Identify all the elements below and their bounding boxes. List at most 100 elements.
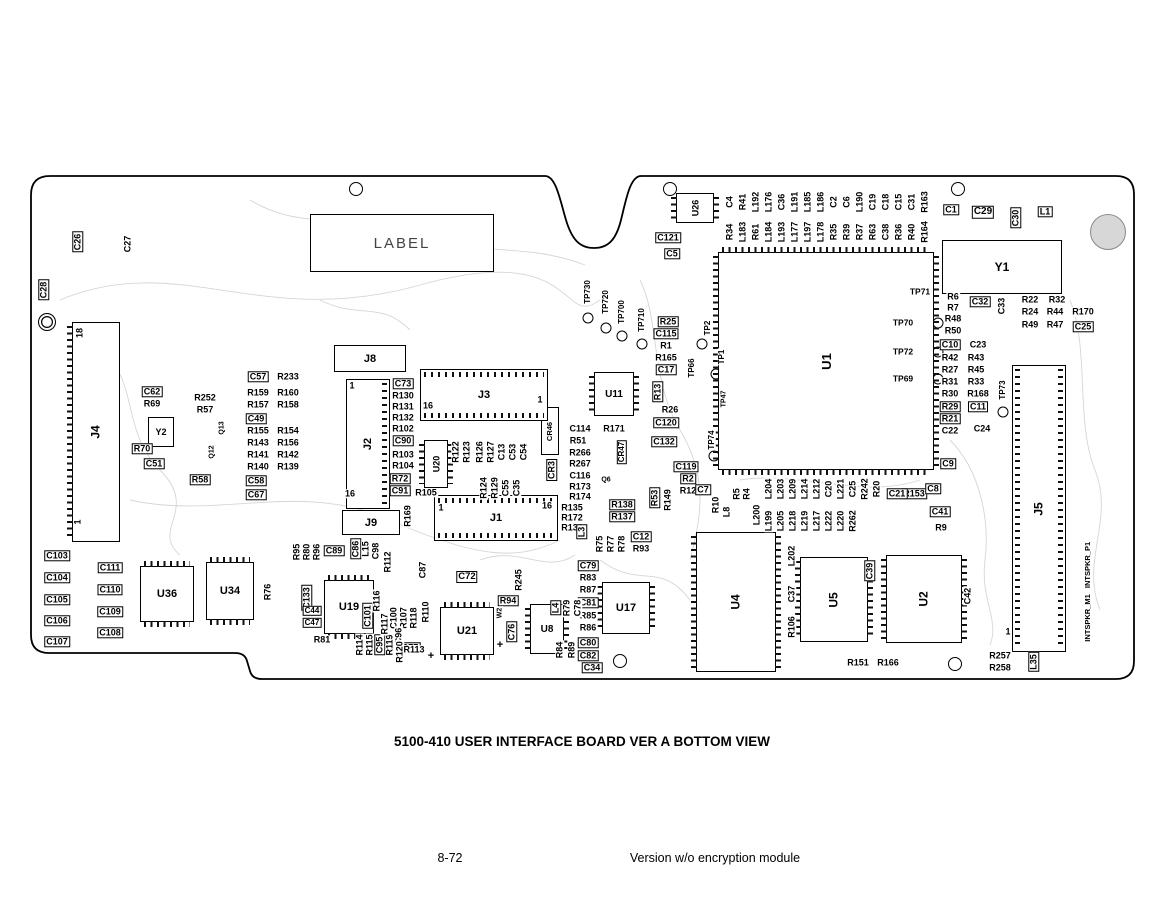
label-r50: R50 bbox=[943, 325, 963, 336]
label-r141: R141 bbox=[246, 449, 270, 460]
component-u34: U34 bbox=[206, 557, 254, 625]
label-tp70: TP70 bbox=[891, 317, 915, 328]
label-r257: R257 bbox=[988, 650, 1012, 661]
label-c114: C114 bbox=[568, 423, 592, 434]
board-label-text: LABEL bbox=[373, 234, 431, 252]
label-c120: C120 bbox=[653, 417, 679, 429]
label-r142: R142 bbox=[276, 449, 300, 460]
label-l217: L217 bbox=[811, 509, 822, 533]
label-r93: R93 bbox=[631, 543, 651, 554]
label-r163: R163 bbox=[919, 190, 930, 214]
label-r24: R24 bbox=[1020, 306, 1040, 317]
diagram-title: 5100-410 USER INTERFACE BOARD VER A BOTT… bbox=[393, 734, 771, 749]
pin-row-right bbox=[933, 256, 939, 466]
label-c44: C44 bbox=[302, 605, 322, 617]
label-r79: R79 bbox=[561, 598, 572, 618]
label-c2: C2 bbox=[828, 195, 839, 209]
component-label-y1: Y1 bbox=[994, 260, 1010, 274]
component-label-u17: U17 bbox=[615, 602, 637, 614]
label-r132: R132 bbox=[391, 412, 415, 423]
label-r2: R2 bbox=[680, 473, 696, 485]
label-c62: C62 bbox=[141, 386, 163, 398]
label-r135: R135 bbox=[560, 502, 584, 513]
label-l212: L212 bbox=[811, 477, 822, 501]
label-l197: L197 bbox=[802, 220, 813, 244]
label-r266: R266 bbox=[568, 447, 592, 458]
label-r7: R7 bbox=[946, 302, 960, 313]
component-label-u8: U8 bbox=[540, 623, 554, 635]
label-r41: R41 bbox=[737, 192, 748, 212]
label-r1: R1 bbox=[659, 340, 673, 351]
label-r171: R171 bbox=[602, 423, 626, 434]
label-r137: R137 bbox=[609, 511, 635, 523]
pin-row-right bbox=[775, 536, 781, 668]
label-r173: R173 bbox=[568, 481, 592, 492]
label-c32: C32 bbox=[969, 296, 991, 308]
label-c23: C23 bbox=[968, 339, 988, 350]
pin-row-bottom bbox=[444, 654, 490, 660]
board-label-box: LABEL bbox=[310, 214, 494, 272]
testpoint-pad bbox=[616, 330, 628, 342]
label-l220: L220 bbox=[835, 509, 846, 533]
pin-row-ileft bbox=[1015, 369, 1020, 648]
label-r33: R33 bbox=[966, 376, 986, 387]
label-r61: R61 bbox=[750, 222, 761, 242]
label-l203: L203 bbox=[775, 477, 786, 501]
label-c5: C5 bbox=[664, 248, 680, 260]
label-q12: Q12 bbox=[208, 444, 216, 460]
component-u17: U17 bbox=[597, 582, 655, 634]
label-intspkr-p1: INTSPKR_P1 bbox=[1083, 540, 1093, 590]
label-r25: R25 bbox=[657, 316, 679, 328]
label-c12: C12 bbox=[630, 531, 652, 543]
pin-row-bottom bbox=[722, 469, 930, 475]
label-r106: R106 bbox=[786, 615, 797, 639]
label-1: 1 bbox=[348, 380, 356, 391]
label-c29: C29 bbox=[971, 205, 995, 219]
label-r84: R84 bbox=[554, 640, 565, 660]
pin-row-right bbox=[713, 197, 719, 219]
component-u20: U20 bbox=[419, 440, 453, 488]
label-r12: R12 bbox=[678, 485, 698, 496]
label-c7: C7 bbox=[695, 484, 711, 496]
component-label-j8: J8 bbox=[363, 352, 377, 365]
label-r49: R49 bbox=[1020, 319, 1040, 330]
label-r157: R157 bbox=[246, 399, 270, 410]
mounting-hole bbox=[38, 313, 56, 331]
label-1: 1 bbox=[1004, 626, 1012, 637]
label-c41: C41 bbox=[929, 506, 951, 518]
label-r117: R117 bbox=[379, 612, 390, 636]
label-l186: L186 bbox=[815, 190, 826, 214]
component-j9: J9 bbox=[342, 510, 400, 535]
label-r267: R267 bbox=[568, 458, 592, 469]
component-j3: J3 bbox=[420, 369, 548, 421]
label-r158: R158 bbox=[276, 399, 300, 410]
label-r172: R172 bbox=[560, 512, 584, 523]
label-tp69: TP69 bbox=[891, 373, 915, 384]
label-r76: R76 bbox=[262, 582, 273, 602]
pin-row-itop bbox=[424, 372, 544, 377]
pin-row-itop bbox=[438, 498, 554, 503]
label-c119: C119 bbox=[673, 461, 699, 473]
label-r130: R130 bbox=[391, 390, 415, 401]
label-16: 16 bbox=[540, 500, 554, 511]
component-y1: Y1 bbox=[942, 240, 1062, 294]
label-l202: L202 bbox=[786, 544, 797, 568]
label-c90: C90 bbox=[392, 435, 414, 447]
pin-row-left bbox=[597, 586, 603, 630]
label-r96: R96 bbox=[311, 542, 322, 562]
label-r51: R51 bbox=[568, 435, 588, 446]
label-r151: R151 bbox=[846, 657, 870, 668]
label-r37: R37 bbox=[854, 222, 865, 242]
label-plus: + bbox=[495, 639, 505, 652]
component-label-j3: J3 bbox=[477, 389, 491, 401]
page-number: 8-72 bbox=[437, 851, 463, 865]
label-l190: L190 bbox=[854, 190, 865, 214]
testpoint-pad bbox=[582, 312, 594, 324]
label-tp72: TP72 bbox=[891, 346, 915, 357]
component-j1: J1 bbox=[434, 495, 558, 541]
label-r94: R94 bbox=[497, 595, 519, 607]
pin-row-ibottom bbox=[438, 533, 554, 538]
label-l35: L35 bbox=[1028, 652, 1040, 672]
label-r136: R136 bbox=[560, 522, 584, 533]
